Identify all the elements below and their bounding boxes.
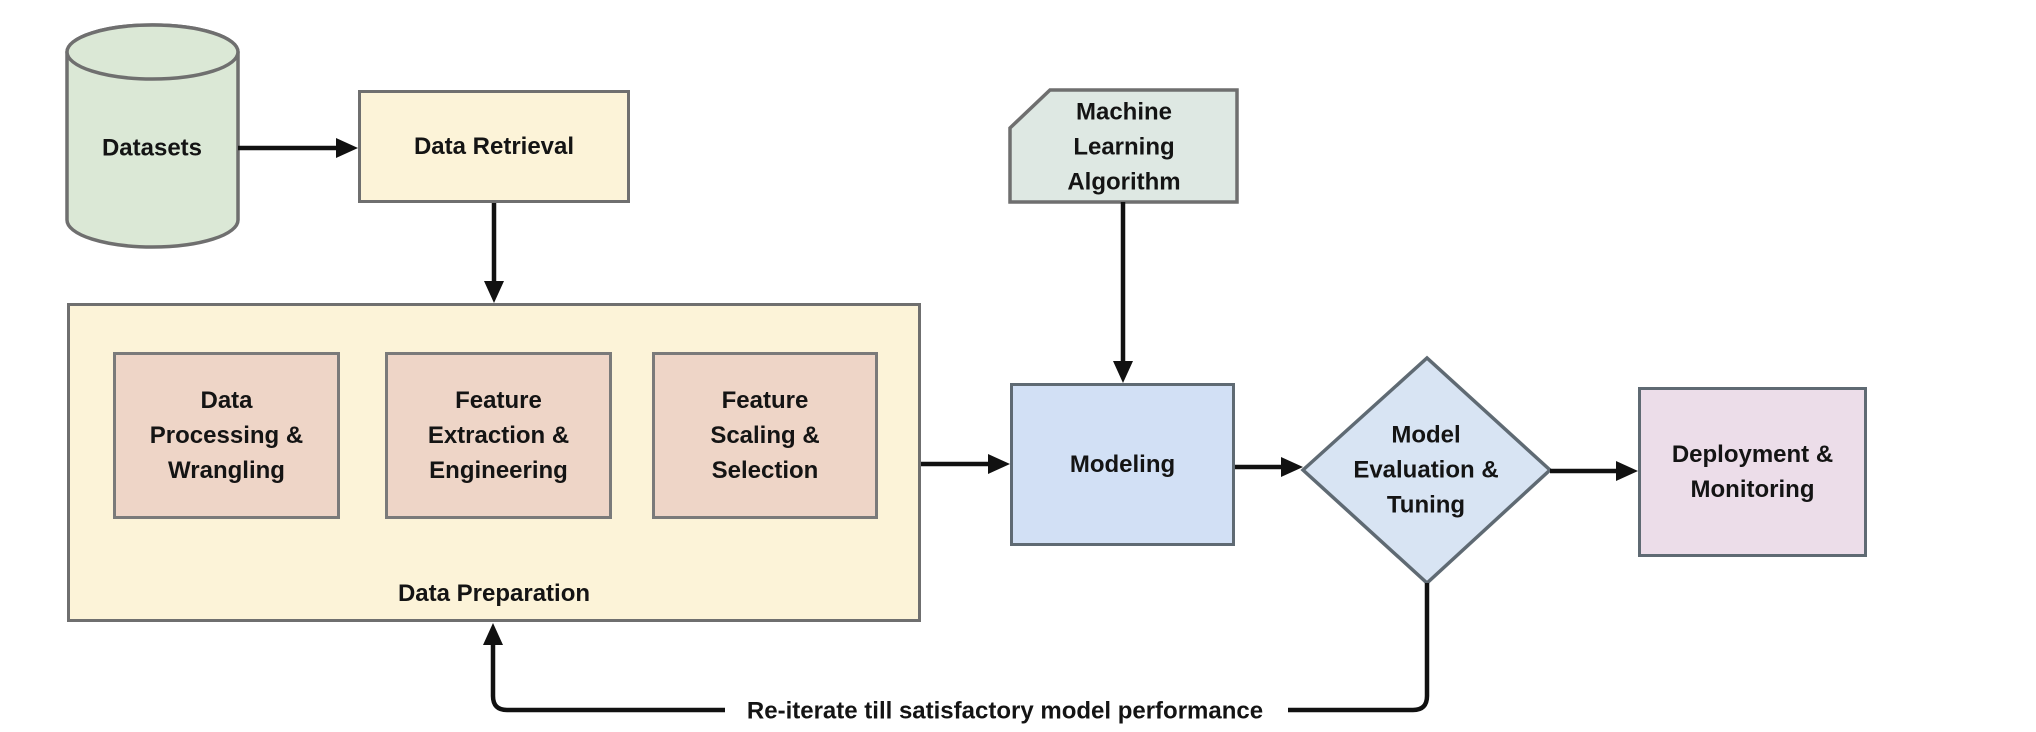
arrowhead-preparation-to-modeling: [988, 454, 1010, 474]
model-evaluation-label: Model Evaluation & Tuning: [1353, 421, 1499, 519]
node-deployment-monitoring: Deployment & Monitoring: [1638, 387, 1867, 557]
arrowhead-feedback-to-preparation: [483, 623, 503, 645]
feature-scaling-selection-label: Feature Scaling & Selection: [710, 387, 820, 484]
node-feature-scaling-selection: Feature Scaling & Selection: [652, 352, 878, 519]
deployment-monitoring-label: Deployment & Monitoring: [1671, 441, 1834, 503]
arrowhead-mlalgo-to-modeling: [1113, 361, 1133, 383]
node-data-retrieval: Data Retrieval: [358, 90, 630, 203]
feedback-loop-label: Re-iterate till satisfactory model perfo…: [746, 697, 1264, 725]
arrowhead-retrieval-to-preparation: [484, 281, 504, 303]
node-data-processing-wrangling: Data Processing & Wrangling: [113, 352, 340, 519]
feedback-loop-right-segment: [1288, 583, 1430, 713]
data-processing-wrangling-label: Data Processing & Wrangling: [149, 387, 304, 484]
node-modeling: Modeling: [1010, 383, 1235, 546]
data-retrieval-label: Data Retrieval: [413, 133, 575, 160]
node-feature-extraction-engineering: Feature Extraction & Engineering: [385, 352, 612, 519]
datasets-cylinder-top: [65, 23, 240, 81]
feedback-loop-left-segment: [490, 645, 725, 713]
arrowhead-modeling-to-evaluation: [1281, 457, 1303, 477]
arrowhead-datasets-to-retrieval: [336, 138, 358, 158]
feature-extraction-engineering-label: Feature Extraction & Engineering: [427, 387, 570, 484]
data-preparation-label: Data Preparation: [397, 580, 591, 607]
arrowhead-evaluation-to-deployment: [1616, 461, 1638, 481]
modeling-label: Modeling: [1069, 451, 1176, 478]
datasets-label: Datasets: [101, 134, 203, 162]
ml-algorithm-label: Machine Learning Algorithm: [1067, 98, 1181, 196]
